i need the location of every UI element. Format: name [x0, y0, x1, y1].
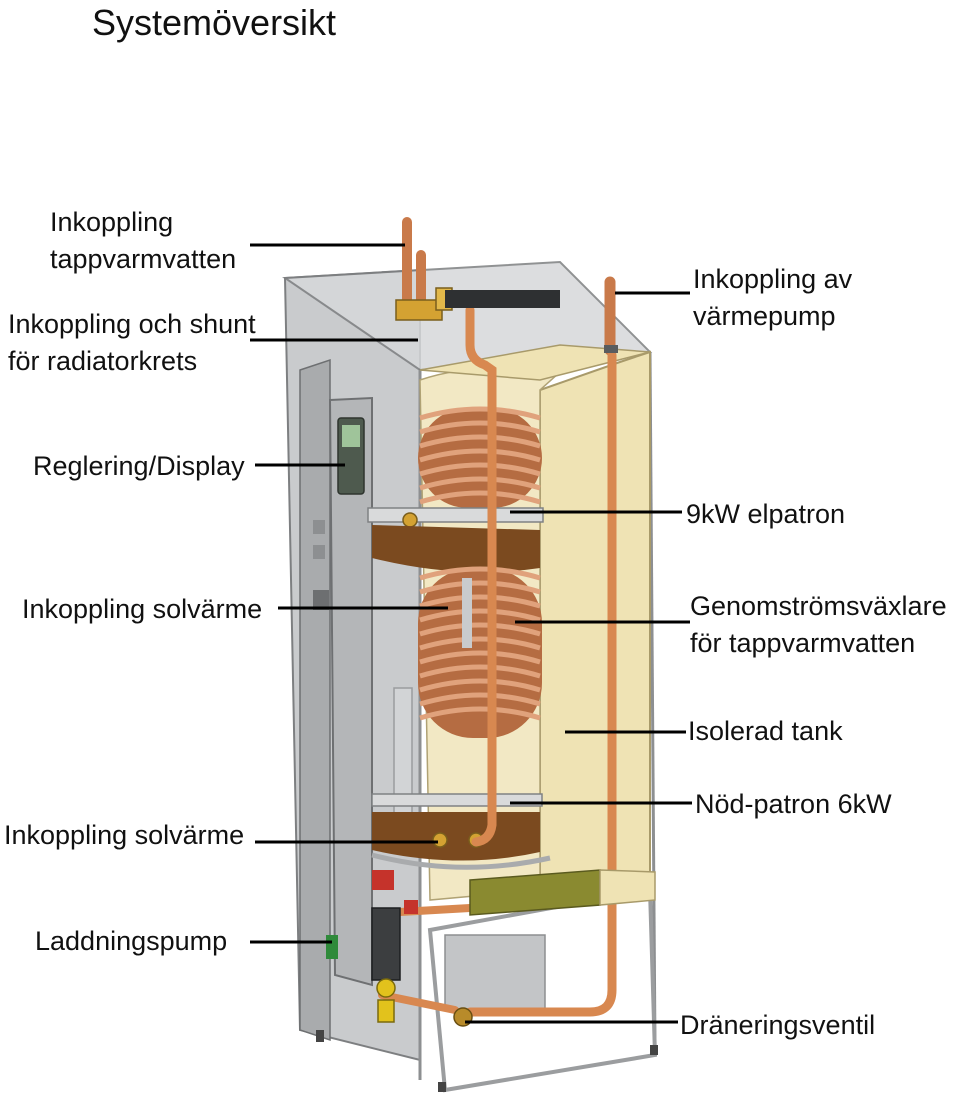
- electric-element-9kw: [367, 507, 544, 528]
- label-reglering-display: Reglering/Display: [33, 448, 245, 485]
- label-line: för tappvarmvatten: [690, 628, 916, 658]
- label-line: Inkoppling solvärme: [4, 820, 245, 850]
- tank-divider-upper: [372, 525, 540, 573]
- label-varmepump: Inkoppling av värmepump: [693, 261, 852, 335]
- label-line: Nöd-patron 6kW: [695, 789, 892, 819]
- top-valves: [395, 287, 618, 353]
- pump-indicator-icon: [326, 935, 338, 959]
- label-line: Inkoppling solvärme: [22, 594, 263, 624]
- base-frame: [316, 869, 658, 1092]
- label-line: Laddningspump: [35, 926, 228, 956]
- label-draneringsventil: Dräneringsventil: [680, 1007, 875, 1044]
- label-tappvarmvatten-inkoppling: Inkoppling tappvarmvatten: [50, 204, 236, 278]
- label-line: för radiatorkrets: [8, 346, 198, 376]
- label-line: Genomströmsväxlare: [690, 591, 947, 621]
- label-line: Inkoppling: [50, 207, 174, 237]
- diagram-title: Systemöversikt: [92, 2, 337, 43]
- label-solvarme-lower: Inkoppling solvärme: [4, 817, 244, 854]
- label-shunt-radiatorkrets: Inkoppling och shunt för radiatorkrets: [8, 306, 256, 380]
- upper-coil: [418, 406, 542, 508]
- display-screen: [342, 425, 360, 447]
- label-nodpatron: Nöd-patron 6kW: [695, 786, 892, 823]
- label-line: Inkoppling och shunt: [8, 309, 256, 339]
- copper-pipes: [378, 217, 617, 1017]
- label-isolerad-tank: Isolerad tank: [688, 713, 843, 750]
- label-line: Dräneringsventil: [680, 1010, 876, 1040]
- charging-pump: [326, 870, 418, 1023]
- valve-red-icon: [372, 870, 394, 890]
- label-line: värmepump: [693, 301, 836, 331]
- emergency-element-6kw: [371, 793, 551, 870]
- label-line: 9kW elpatron: [686, 499, 846, 529]
- label-laddningspump: Laddningspump: [35, 923, 227, 960]
- label-genomstromsvaxlare: Genomströmsväxlare för tappvarmvatten: [690, 588, 947, 662]
- label-solvarme-upper: Inkoppling solvärme: [22, 591, 262, 628]
- label-line: Isolerad tank: [688, 716, 843, 746]
- leader-lines: [250, 243, 692, 1024]
- grey-pipe: [393, 687, 413, 829]
- label-elpatron: 9kW elpatron: [686, 496, 845, 533]
- label-line: tappvarmvatten: [50, 244, 237, 274]
- control-panel: [313, 396, 373, 987]
- lower-coil: [418, 566, 542, 738]
- label-line: Inkoppling av: [693, 264, 853, 294]
- label-line: Reglering/Display: [33, 451, 245, 481]
